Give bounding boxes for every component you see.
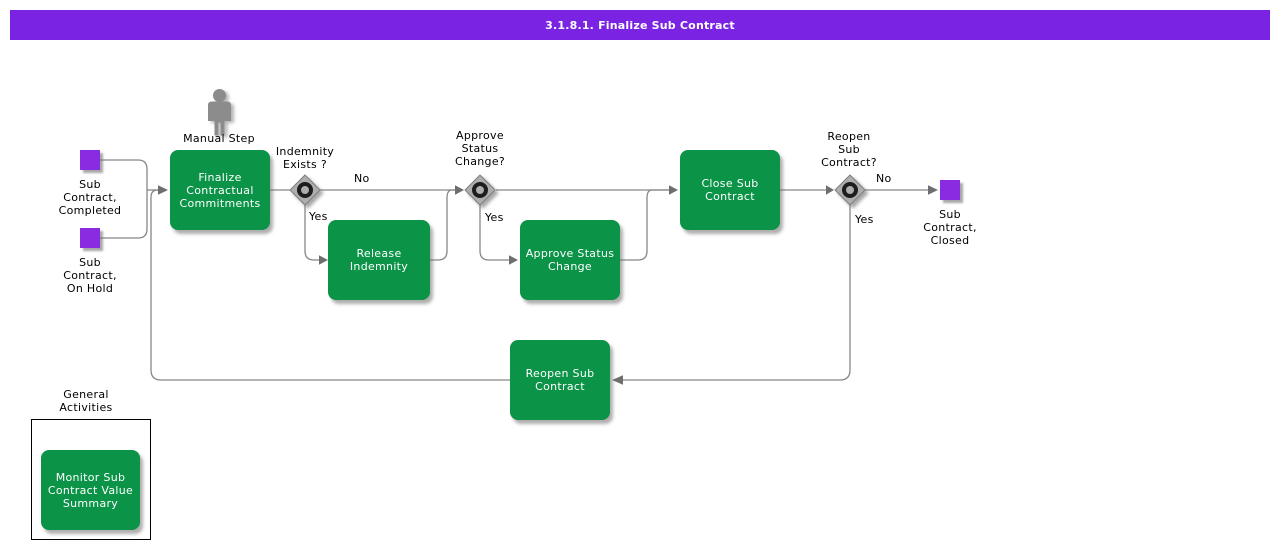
event-sub-contract-on-hold — [80, 228, 100, 248]
manual-step-icon — [208, 89, 231, 136]
branch-label-indemnity-no: No — [354, 172, 370, 185]
task-release-indemnity[interactable]: Release Indemnity — [328, 220, 430, 300]
flow-release-merge — [430, 189, 455, 261]
flow-approve-merge — [620, 189, 669, 261]
arrowhead-into-closed-event — [928, 185, 938, 195]
arrowhead-into-reopen-task — [612, 375, 623, 385]
gateway-label-reopen: Reopen Sub Contract? — [821, 130, 877, 169]
general-activities-frame — [31, 419, 151, 540]
task-monitor-sub-contract-value-summary[interactable]: Monitor Sub Contract Value Summary — [41, 450, 140, 530]
event-label-completed: Sub Contract, Completed — [58, 178, 122, 217]
diagram-title: 3.1.8.1. Finalize Sub Contract — [545, 18, 735, 32]
general-activities-label: General Activities — [59, 388, 113, 414]
event-label-on-hold: Sub Contract, On Hold — [63, 256, 117, 295]
gateway-label-indemnity: Indemnity Exists ? — [275, 145, 335, 171]
arrowhead-into-release — [319, 255, 328, 265]
event-label-closed: Sub Contract, Closed — [923, 208, 977, 247]
task-reopen-sub-contract[interactable]: Reopen Sub Contract — [510, 340, 610, 420]
task-finalize-contractual-commitments[interactable]: Finalize Contractual Commitments — [170, 150, 270, 230]
arrowhead-into-approve-task — [509, 255, 518, 265]
event-sub-contract-closed — [940, 180, 960, 200]
branch-label-reopen-no: No — [876, 172, 892, 185]
task-close-sub-contract[interactable]: Close Sub Contract — [680, 150, 780, 230]
arrowhead-into-close — [669, 185, 678, 195]
branch-label-reopen-yes: Yes — [855, 213, 874, 226]
arrowhead-into-approve-gateway — [455, 185, 464, 195]
arrowhead-into-finalize — [158, 185, 168, 195]
branch-label-indemnity-yes: Yes — [309, 210, 328, 223]
branch-label-approve-yes: Yes — [485, 211, 504, 224]
task-approve-status-change[interactable]: Approve Status Change — [520, 220, 620, 300]
flow-reopen-yes — [623, 205, 851, 381]
diagram-title-bar: 3.1.8.1. Finalize Sub Contract — [10, 10, 1270, 40]
gateway-indemnity-icon — [289, 174, 321, 206]
manual-step-label: Manual Step — [183, 132, 255, 145]
gateway-label-approve-status: Approve Status Change? — [454, 129, 506, 168]
arrowhead-into-reopen-gateway — [826, 185, 834, 195]
event-sub-contract-completed — [80, 150, 100, 170]
gateway-reopen-icon — [834, 174, 866, 206]
gateway-approve-status-icon — [464, 174, 496, 206]
